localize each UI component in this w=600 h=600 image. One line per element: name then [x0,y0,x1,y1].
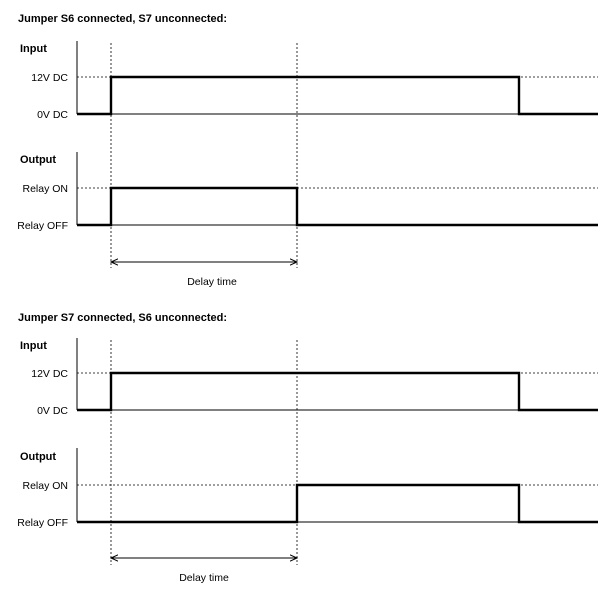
section-2-output-high-label: Relay ON [22,480,68,492]
section-1-output-low-label: Relay OFF [17,220,68,232]
section-1-output-panel: Output Relay ON Relay OFF [17,152,598,232]
section-2-output-heading: Output [20,451,56,463]
section-1-input-high-label: 12V DC [31,72,68,84]
section-1-input-waveform [77,75,598,116]
section-1-delay-label: Delay time [187,276,237,288]
section-1-output-waveform [77,186,598,227]
section-2-output-waveform [77,483,598,524]
section-1-input-low-label: 0V DC [37,109,68,121]
section-1-output-heading: Output [20,154,56,166]
section-2-input-high-label: 12V DC [31,368,68,380]
section-2-title: Jumper S7 connected, S6 unconnected: [18,312,227,324]
section-1-output-high-label: Relay ON [22,183,68,195]
section-2-input-waveform [77,371,598,412]
section-2-delay-label: Delay time [179,572,229,584]
section-1-input-panel: Input 12V DC 0V DC [20,41,598,121]
section-1-input-heading: Input [20,43,47,55]
section-1-title: Jumper S6 connected, S7 unconnected: [18,13,227,25]
section-2-input-panel: Input 12V DC 0V DC [20,338,598,417]
section-2-output-low-label: Relay OFF [17,517,68,529]
section-2: Jumper S7 connected, S6 unconnected: Inp… [17,312,598,584]
section-2-input-heading: Input [20,340,47,352]
section-2-input-low-label: 0V DC [37,405,68,417]
section-1: Jumper S6 connected, S7 unconnected: Inp… [17,13,598,288]
section-2-output-panel: Output Relay ON Relay OFF [17,448,598,529]
